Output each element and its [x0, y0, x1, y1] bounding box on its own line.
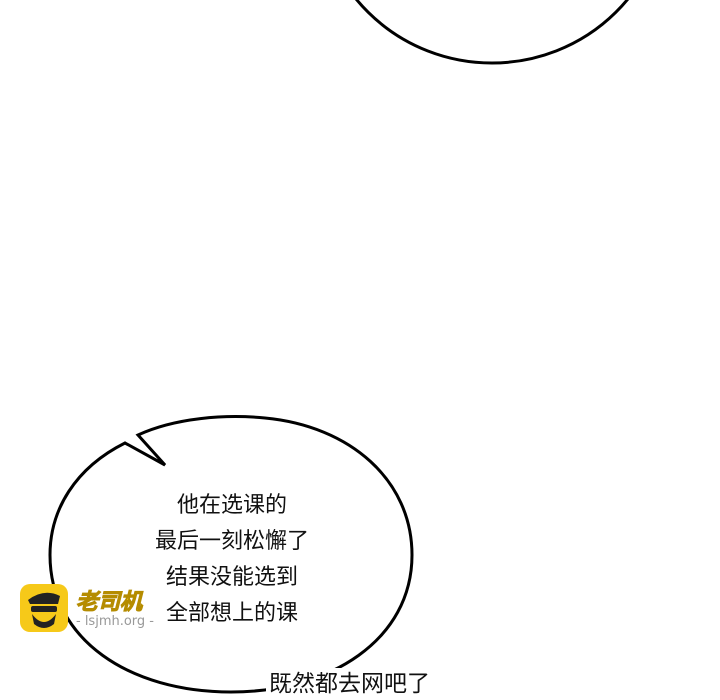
caption-text: 既然都去网吧了: [266, 668, 433, 700]
bubble-line: 最后一刻松懈了: [154, 529, 309, 554]
bubble-line: 全部想上的课: [165, 601, 298, 626]
speech-bubble-text: 他在选课的 最后一刻松懈了 结果没能选到 全部想上的课: [100, 488, 364, 632]
watermark-title: 老司机: [75, 590, 143, 616]
top-speech-bubble: [355, 0, 629, 65]
bubble-line: 他在选课的: [176, 493, 287, 518]
watermark-url: - lsjmh.org -: [76, 614, 154, 629]
watermark-logo-icon: [20, 584, 68, 632]
bubble-line: 结果没能选到: [165, 565, 298, 590]
